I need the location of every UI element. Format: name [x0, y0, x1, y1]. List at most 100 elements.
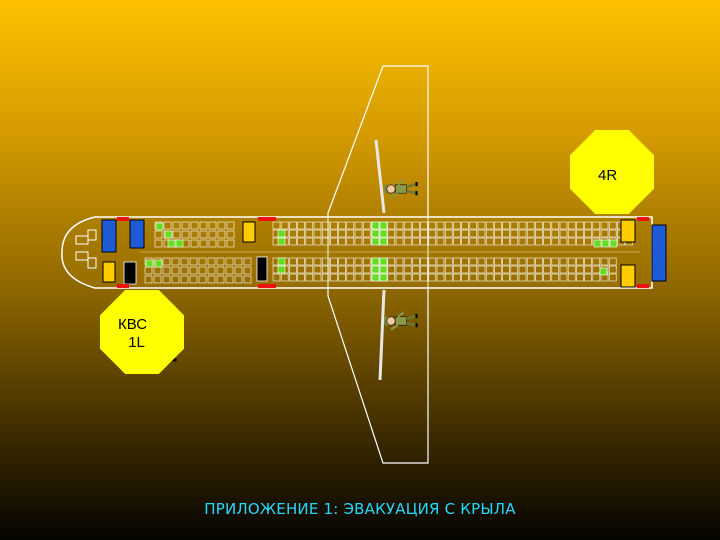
- galley-mid-top: [242, 221, 256, 243]
- seat: [551, 221, 560, 230]
- seat: [428, 229, 437, 238]
- seat: [444, 237, 453, 246]
- seat: [420, 273, 428, 282]
- seat: [289, 229, 297, 238]
- seat: [461, 257, 469, 266]
- seat: [216, 275, 225, 284]
- seat: [272, 273, 281, 282]
- seat: [584, 273, 592, 282]
- seat: [199, 221, 208, 230]
- seat: [592, 257, 601, 266]
- seat: [190, 239, 199, 248]
- seat: [338, 265, 346, 274]
- seat: [207, 275, 216, 284]
- seat: [551, 273, 560, 282]
- seat: [477, 265, 486, 274]
- seat: [543, 273, 551, 282]
- seat: [469, 273, 478, 282]
- seat: [171, 275, 180, 284]
- crew-figure-wing-lower: [384, 311, 418, 331]
- highlighted-seat: [277, 229, 286, 238]
- seat: [321, 257, 330, 266]
- seat: [469, 221, 478, 230]
- seat: [162, 275, 171, 284]
- seat: [526, 273, 535, 282]
- seat: [181, 230, 190, 239]
- seat: [428, 273, 437, 282]
- seat: [403, 221, 412, 230]
- seat: [154, 230, 163, 239]
- seat: [330, 273, 338, 282]
- exit-markers: [117, 217, 649, 288]
- seat: [289, 221, 297, 230]
- seat: [207, 257, 216, 266]
- seat: [208, 221, 217, 230]
- seat: [226, 230, 235, 239]
- seat: [428, 237, 437, 246]
- seat: [403, 257, 412, 266]
- seat: [502, 273, 510, 282]
- wing-escape-slide-upper: [374, 139, 386, 214]
- seat: [321, 237, 330, 246]
- seat: [171, 257, 180, 266]
- seat: [162, 266, 171, 275]
- seat: [494, 237, 502, 246]
- seat: [592, 229, 601, 238]
- seat: [305, 221, 314, 230]
- seat: [502, 257, 510, 266]
- seat: [576, 257, 584, 266]
- seat: [535, 265, 543, 274]
- seat: [412, 229, 420, 238]
- seat: [313, 257, 322, 266]
- seat: [444, 265, 453, 274]
- seat: [208, 239, 217, 248]
- seat: [289, 265, 297, 274]
- seat: [234, 266, 243, 275]
- seat: [551, 257, 560, 266]
- seat: [436, 237, 445, 246]
- seat: [330, 257, 338, 266]
- seat: [453, 257, 461, 266]
- seat: [395, 273, 404, 282]
- highlighted-seat: [379, 229, 388, 238]
- seat: [608, 229, 617, 238]
- seat: [338, 221, 346, 230]
- seat: [567, 229, 576, 238]
- seat: [313, 265, 322, 274]
- seat: [420, 229, 428, 238]
- highlighted-seat: [371, 265, 380, 274]
- seat: [526, 229, 535, 238]
- seat: [189, 266, 198, 275]
- seat: [420, 257, 428, 266]
- exit-1l-door: 1L: [128, 334, 145, 351]
- seat: [171, 266, 180, 275]
- seat: [305, 257, 314, 266]
- seat: [494, 273, 502, 282]
- seat: [387, 265, 396, 274]
- seat: [608, 265, 617, 274]
- seat: [576, 265, 584, 274]
- highlighted-seat: [599, 267, 608, 276]
- seat: [243, 257, 252, 266]
- seat: [600, 221, 609, 230]
- seat: [305, 265, 314, 274]
- seat: [559, 237, 568, 246]
- seat: [412, 221, 420, 230]
- highlighted-seat: [175, 239, 184, 248]
- seat: [502, 221, 510, 230]
- wing-escape-slide-lower: [378, 289, 386, 381]
- seat: [297, 229, 305, 238]
- seat: [280, 221, 289, 230]
- seat: [272, 221, 281, 230]
- seat: [428, 257, 437, 266]
- seat: [338, 257, 346, 266]
- seat: [154, 239, 163, 248]
- seat: [198, 257, 207, 266]
- seat: [216, 257, 225, 266]
- seat: [362, 237, 371, 246]
- seat: [387, 273, 396, 282]
- seat: [354, 265, 363, 274]
- seat: [180, 257, 189, 266]
- seat: [510, 257, 519, 266]
